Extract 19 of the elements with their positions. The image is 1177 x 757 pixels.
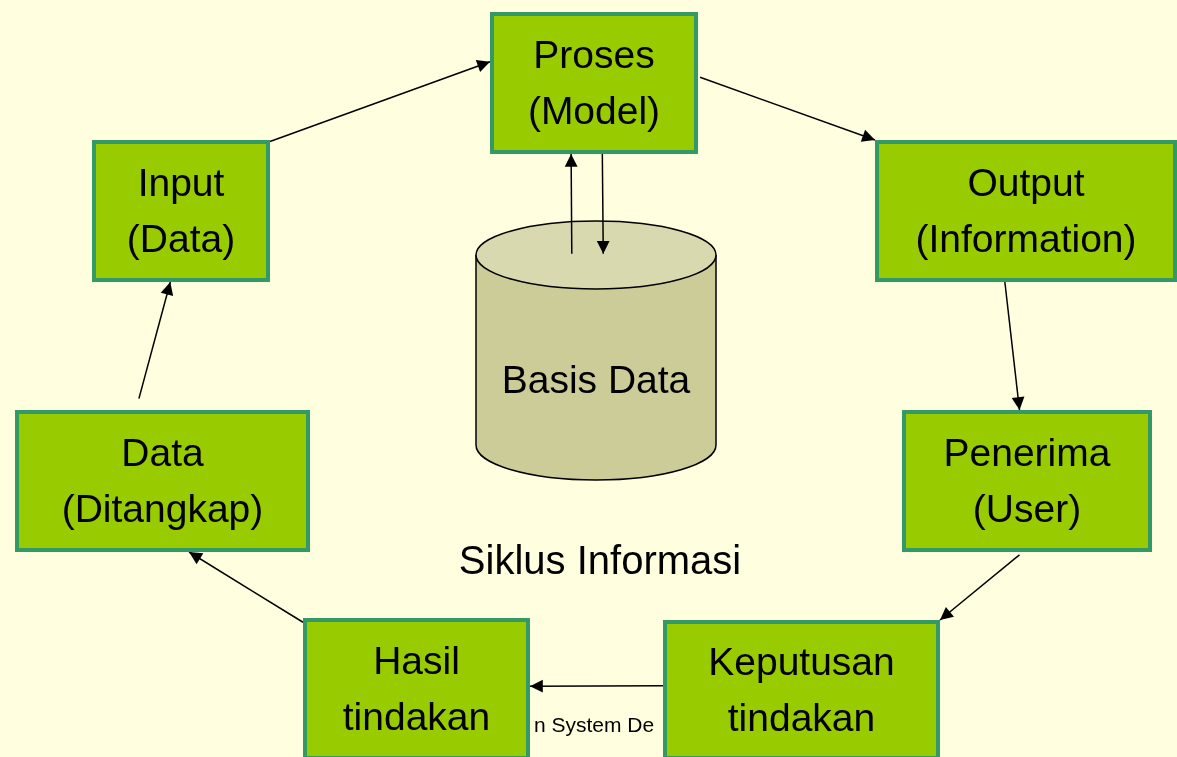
process-box: Data (Ditangkap) [15, 410, 310, 552]
process-box: Input (Data) [92, 140, 270, 282]
arrow [138, 281, 174, 400]
diagram-caption: Siklus Informasi [458, 538, 742, 583]
arrow [188, 551, 304, 623]
process-box: Proses (Model) [490, 12, 698, 154]
footer-text: n System De [534, 713, 655, 737]
node-label: Basis Data [501, 358, 691, 402]
arrow [596, 153, 610, 255]
process-box: Hasil tindakan [303, 618, 530, 757]
process-box: Penerima (User) [902, 410, 1152, 552]
arrow [564, 153, 578, 255]
arrow [1004, 281, 1025, 411]
process-box: Output (Information) [875, 140, 1177, 282]
arrow [939, 554, 1021, 621]
arrow [699, 76, 876, 142]
arrow [269, 60, 491, 143]
arrow [529, 679, 664, 693]
process-box: Keputusan tindakan [663, 620, 940, 757]
